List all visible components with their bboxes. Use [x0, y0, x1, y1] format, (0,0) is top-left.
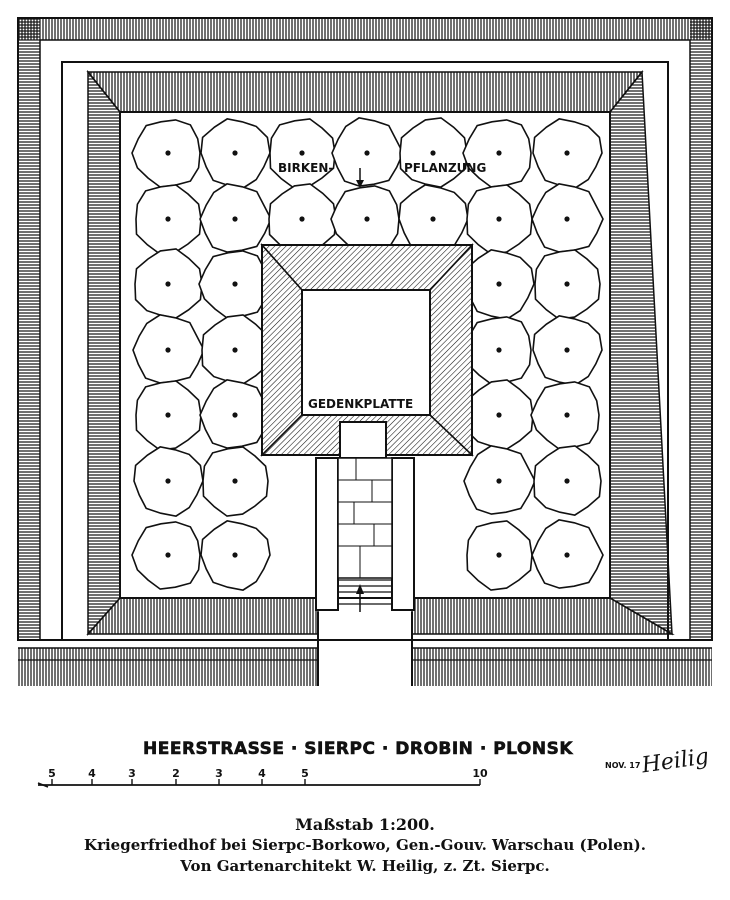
tree-trunk-dot: [564, 552, 570, 558]
tree-trunk-dot: [165, 216, 171, 222]
tree-trunk-dot: [299, 216, 305, 222]
scale-bar: 5 4 3 2 3 4 5 10: [37, 767, 488, 788]
tree-trunk-dot: [165, 150, 171, 156]
caption-line-2: Von Gartenarchitekt W. Heilig, z. Zt. Si…: [180, 857, 550, 875]
birch-grove: [131, 117, 604, 591]
tree-trunk-dot: [232, 150, 238, 156]
memorial: [260, 243, 474, 459]
tree-trunk-dot: [564, 347, 570, 353]
inner-border-planting: [86, 69, 675, 636]
scale-tick-label: 5: [48, 767, 56, 780]
tree-trunk-dot: [496, 216, 502, 222]
tree-trunk-dot: [564, 150, 570, 156]
tree-trunk-dot: [232, 412, 238, 418]
tree-trunk-dot: [165, 478, 171, 484]
scale-caption: Maßstab 1:200.: [295, 815, 435, 834]
signature-name: Heilig: [639, 744, 710, 778]
outer-hedge: [17, 17, 713, 641]
birch-label-2: PFLANZUNG: [404, 161, 486, 175]
tree-trunk-dot: [496, 478, 502, 484]
tree-trunk-dot: [232, 478, 238, 484]
road-edges: [18, 612, 712, 686]
scale-tick-label: 10: [472, 767, 488, 780]
tree-trunk-dot: [496, 150, 502, 156]
tree-trunk-dot: [496, 281, 502, 287]
tree-trunk-dot: [496, 347, 502, 353]
scale-tick-label: 4: [88, 767, 96, 780]
tree-trunk-dot: [564, 478, 570, 484]
birch-label-1: BIRKEN-: [278, 161, 333, 175]
scale-tick-label: 3: [128, 767, 136, 780]
tree-trunk-dot: [364, 150, 370, 156]
tree-trunk-dot: [496, 412, 502, 418]
tree-trunk-dot: [430, 216, 436, 222]
tree-trunk-dot: [364, 216, 370, 222]
tree-trunk-dot: [165, 347, 171, 353]
tree-trunk-dot: [430, 150, 436, 156]
tree-trunk-dot: [165, 281, 171, 287]
tree-trunk-dot: [564, 281, 570, 287]
tree-trunk-dot: [564, 412, 570, 418]
tree-trunk-dot: [496, 552, 502, 558]
memorial-plaque-area: [301, 289, 431, 416]
plaque-label: GEDENKPLATTE: [308, 397, 413, 411]
tree-trunk-dot: [165, 412, 171, 418]
road-title: HEERSTRASSE · SIERPC · DROBIN · PLONSK: [143, 739, 573, 759]
tree-trunk-dot: [232, 216, 238, 222]
tree-trunk-dot: [232, 347, 238, 353]
arrow-down-icon: [356, 180, 364, 188]
scale-tick-label: 4: [258, 767, 266, 780]
signature-date: NOV. 17: [605, 761, 640, 770]
scale-tick-label: 5: [301, 767, 309, 780]
scale-tick-label: 3: [215, 767, 223, 780]
tree-trunk-dot: [232, 281, 238, 287]
tree-trunk-dot: [564, 216, 570, 222]
tree-trunk-dot: [165, 552, 171, 558]
path-ring: [61, 61, 669, 641]
tree-trunk-dot: [299, 150, 305, 156]
stone-path: [315, 457, 415, 612]
caption-line-1: Kriegerfriedhof bei Sierpc-Borkowo, Gen.…: [84, 836, 646, 854]
scale-tick-label: 2: [172, 767, 180, 780]
tree-trunk-dot: [232, 552, 238, 558]
